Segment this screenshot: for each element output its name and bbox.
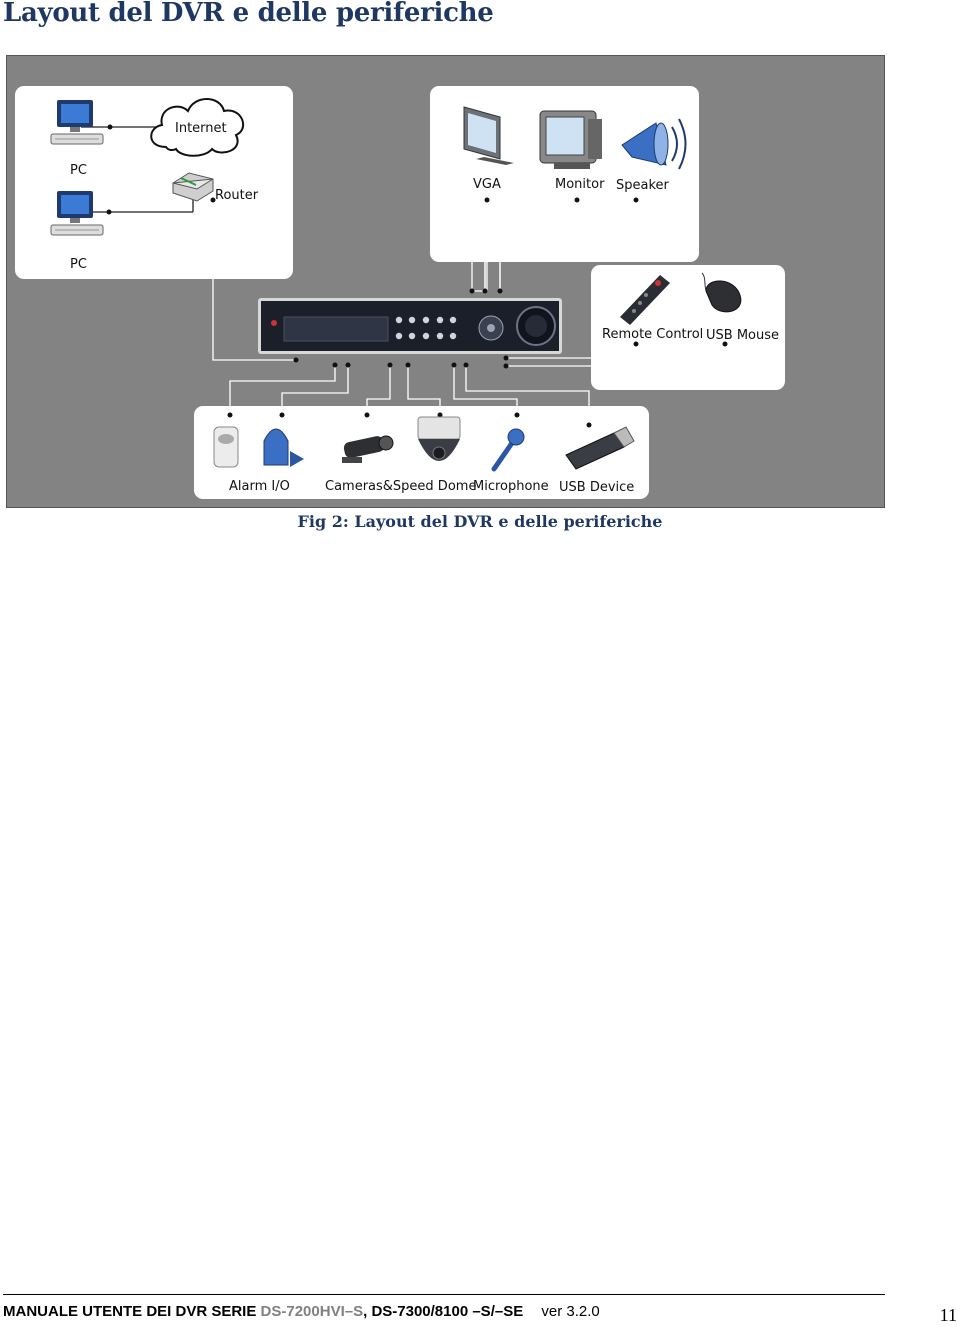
internet-cloud-icon — [150, 98, 245, 157]
dvr-unit — [258, 298, 562, 354]
speaker-label: Speaker — [616, 178, 670, 193]
router-icon — [172, 172, 214, 202]
network-panel — [15, 86, 293, 279]
footer-version: ver 3.2.0 — [541, 1303, 600, 1320]
speed-dome-icon — [417, 416, 461, 461]
wire-dots — [106, 124, 728, 428]
figure-caption: Fig 2: Layout del DVR e delle periferich… — [297, 512, 663, 531]
usb-mouse-icon — [701, 272, 742, 313]
alarm-output-icon — [263, 428, 304, 467]
footer-divider — [3, 1294, 885, 1295]
monitor-icon — [539, 110, 602, 169]
dvr-layout-diagram: Internet Router PC PC VGA Monitor Speake… — [6, 55, 885, 508]
usb-mouse-label: USB Mouse — [706, 328, 779, 343]
alarm-sensor-icon — [213, 426, 239, 468]
footer-model-b: DS-7300/8100 –S/–SE — [371, 1303, 524, 1320]
usb-device-icon — [565, 426, 635, 470]
input-panel — [194, 406, 649, 499]
usb-device-label: USB Device — [559, 480, 634, 495]
microphone-label: Microphone — [473, 479, 549, 494]
footer-manual-title: MANUALE UTENTE DEI DVR SERIE — [3, 1303, 257, 1320]
footer-separator: , — [363, 1303, 368, 1320]
vga-label: VGA — [473, 177, 501, 192]
speaker-icon — [621, 118, 687, 170]
internet-label: Internet — [175, 121, 227, 136]
remote-control-icon — [620, 275, 670, 325]
remote-control-label: Remote Control — [602, 327, 703, 342]
microphone-icon — [491, 428, 525, 472]
pc-top-icon — [50, 100, 104, 145]
alarm-io-label: Alarm I/O — [229, 479, 290, 494]
cameras-label: Cameras&Speed Dome — [325, 479, 476, 494]
bullet-camera-icon — [342, 435, 394, 463]
pc-top-label: PC — [70, 163, 87, 178]
page-number: 11 — [939, 1305, 957, 1325]
footer-model-a: DS-7200HVI–S — [260, 1303, 364, 1320]
pc-bottom-icon — [50, 191, 104, 236]
monitor-label: Monitor — [555, 177, 605, 192]
page-title: Layout del DVR e delle periferiche — [3, 0, 494, 28]
pc-bottom-label: PC — [70, 257, 87, 272]
vga-monitor-icon — [463, 106, 514, 165]
router-label: Router — [215, 188, 259, 203]
footer: MANUALE UTENTE DEI DVR SERIE DS-7200HVI–… — [3, 1303, 600, 1320]
